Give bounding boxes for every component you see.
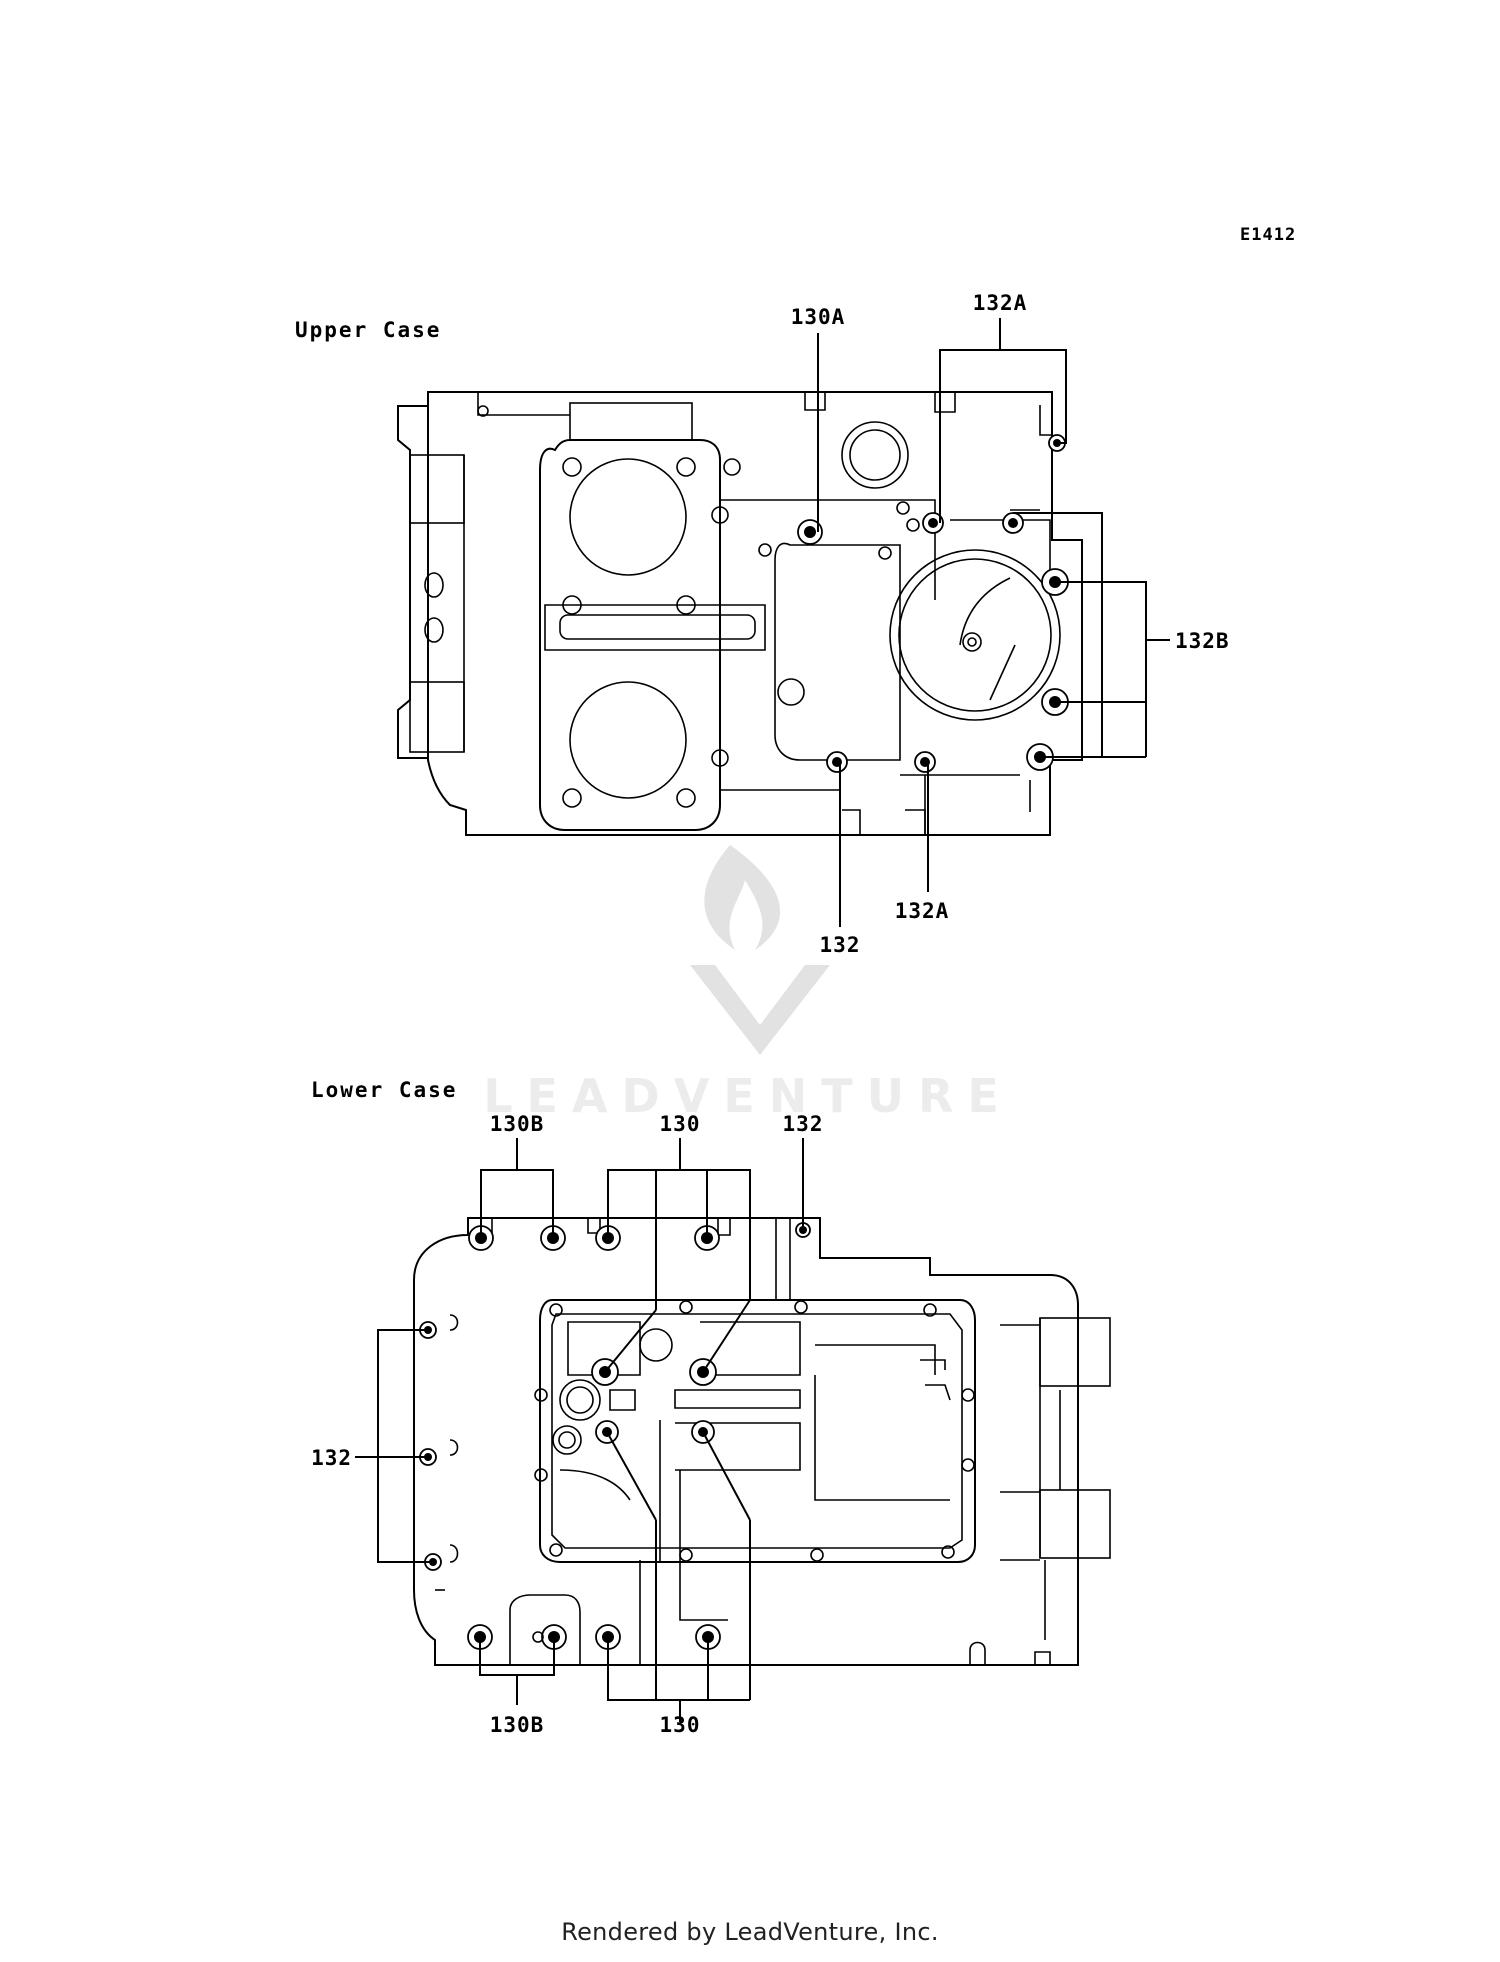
callout-132A-bottom: 132A — [895, 899, 950, 923]
upper-leader-lines — [817, 318, 1170, 927]
watermark-text: LEADVENTURE — [483, 1069, 1013, 1123]
callout-130B-bottom: 130B — [490, 1713, 545, 1737]
lower-bolts — [419, 1222, 811, 1650]
callout-132A-top: 132A — [973, 291, 1028, 315]
upper-case-drawing — [397, 391, 1083, 836]
diagram-code: E1412 — [1240, 225, 1296, 245]
callout-132-upper: 132 — [820, 933, 861, 957]
callout-130-top: 130 — [660, 1112, 701, 1136]
lower-leader-lines — [355, 1138, 804, 1722]
callout-130A: 130A — [791, 305, 846, 329]
callout-130B-top: 130B — [490, 1112, 545, 1136]
render-credit: Rendered by LeadVenture, Inc. — [561, 1918, 939, 1946]
lower-case-title: Lower Case — [311, 1078, 457, 1102]
upper-case-title: Upper Case — [295, 318, 441, 342]
upper-bolts — [797, 434, 1069, 773]
callout-132B: 132B — [1175, 629, 1230, 653]
callout-132-lower-top: 132 — [783, 1112, 824, 1136]
lower-case-drawing — [413, 1217, 1111, 1666]
callout-130-bottom: 130 — [660, 1713, 701, 1737]
callout-132-lower-left: 132 — [311, 1446, 352, 1470]
watermark-logo: LEADVENTURE — [483, 845, 1013, 1123]
